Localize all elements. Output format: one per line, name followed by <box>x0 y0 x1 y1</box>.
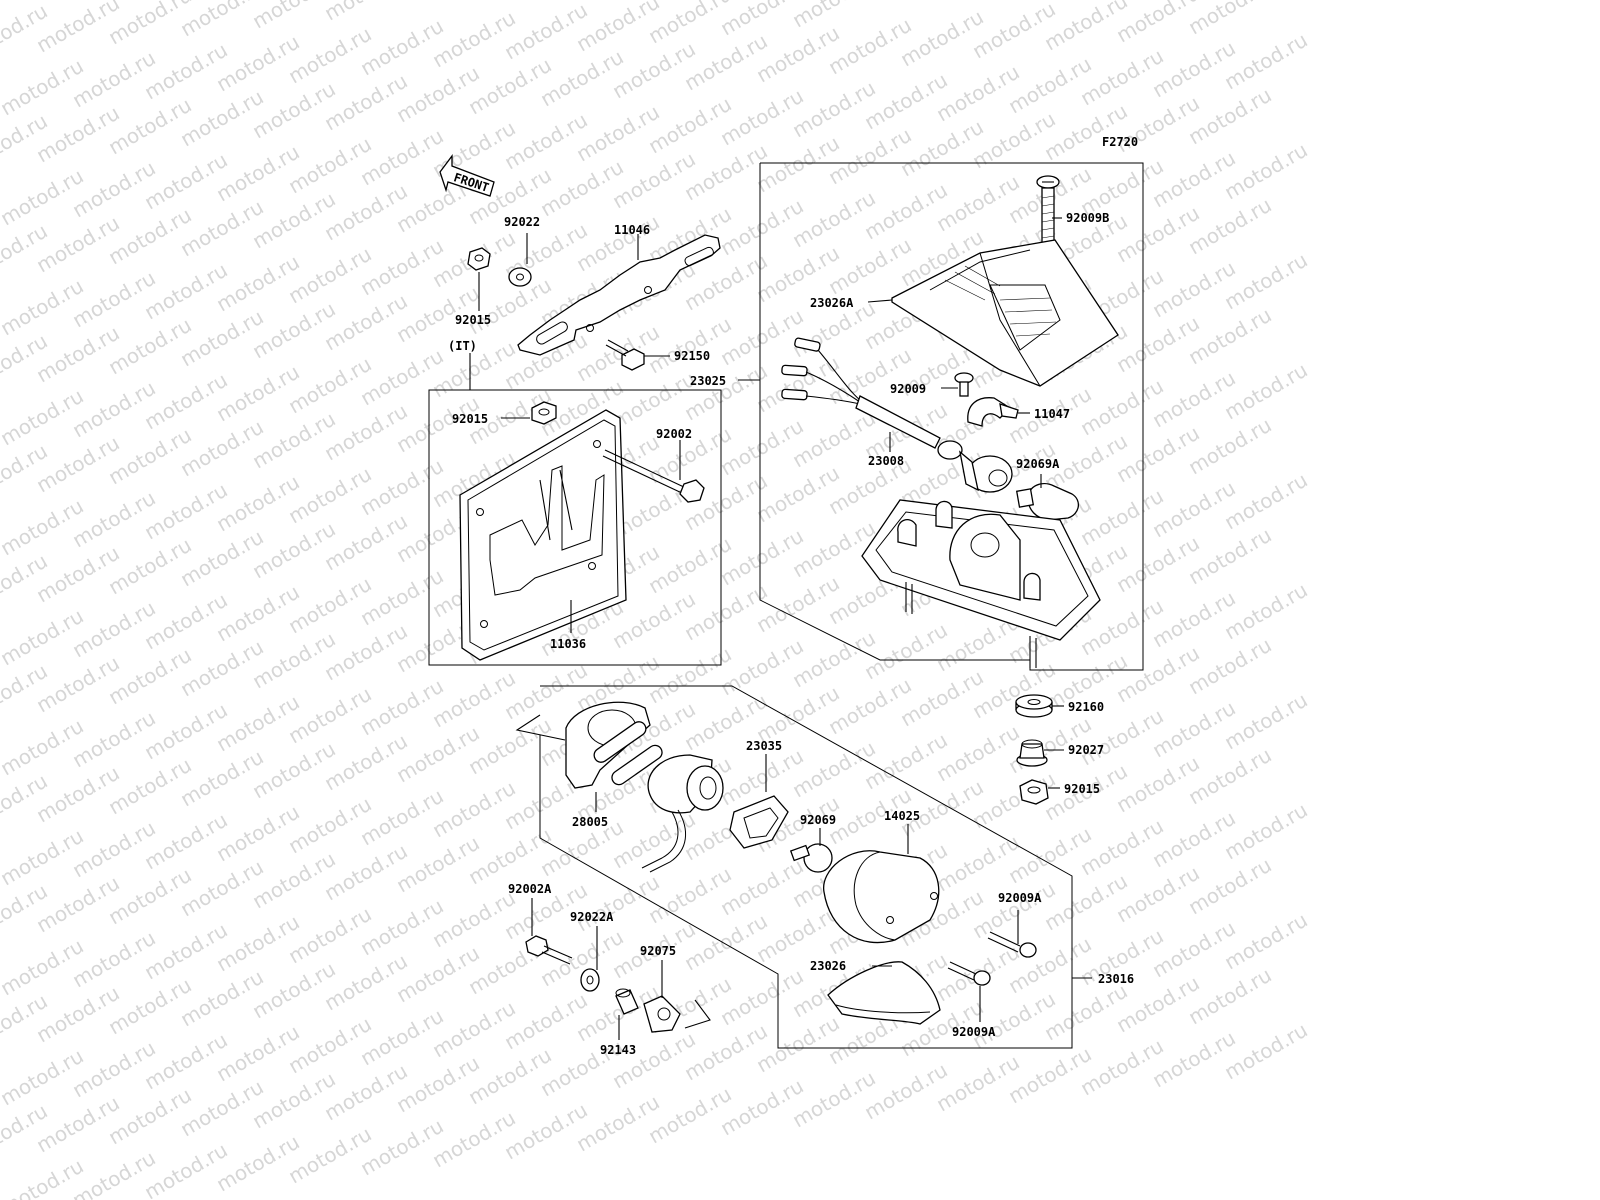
clamp-11047 <box>967 397 1019 427</box>
label-92002: 92002 <box>656 427 692 441</box>
wire-harness-23008 <box>781 337 1013 493</box>
label-14025: 14025 <box>884 809 920 823</box>
socket-23035 <box>641 754 789 873</box>
washer-92022 <box>508 267 532 287</box>
bulb-92069a <box>1015 483 1079 521</box>
label-it: (IT) <box>448 339 477 353</box>
label-11036: 11036 <box>550 637 586 651</box>
bulb-92069 <box>789 843 833 873</box>
lamp-housing <box>861 499 1101 668</box>
label-23026: 23026 <box>810 959 846 973</box>
label-11047: 11047 <box>1034 407 1070 421</box>
label-92015-it: 92015 <box>452 412 488 426</box>
label-92015-right: 92015 <box>1064 782 1100 796</box>
label-92022: 92022 <box>504 215 540 229</box>
collar-92027 <box>1016 739 1048 767</box>
label-92009a-bottom: 92009A <box>952 1025 996 1039</box>
collar-92143 <box>615 988 639 1015</box>
label-23025: 23025 <box>690 374 726 388</box>
lens-14025 <box>823 850 940 944</box>
screw-92009a-bottom <box>947 961 991 986</box>
label-92143: 92143 <box>600 1043 636 1057</box>
label-92069: 92069 <box>800 813 836 827</box>
nut-92015-right <box>1019 779 1049 805</box>
label-11046: 11046 <box>614 223 650 237</box>
bolt-92002 <box>602 449 705 503</box>
label-92002a: 92002A <box>508 882 552 896</box>
lens-23026a <box>891 239 1119 387</box>
break-mark-right <box>684 999 711 1029</box>
label-92009b: 92009B <box>1066 211 1109 225</box>
label-92022a: 92022A <box>570 910 614 924</box>
screw-92009b <box>1036 175 1060 249</box>
bolt-92002a <box>525 935 573 965</box>
grommet-92075 <box>643 995 681 1033</box>
nut-92015-it <box>531 401 557 425</box>
label-28005: 28005 <box>572 815 608 829</box>
label-92150: 92150 <box>674 349 710 363</box>
nut-92015-top <box>467 247 491 271</box>
screw-92009a-top <box>987 931 1037 958</box>
label-92015-top: 92015 <box>455 313 491 327</box>
label-23026a: 23026A <box>810 296 854 310</box>
it-group-box <box>428 389 722 666</box>
break-mark-left <box>515 714 566 741</box>
bolt-92150 <box>605 339 645 371</box>
leader-lines <box>469 217 1092 1040</box>
screw-92009 <box>954 372 974 397</box>
figure-code: F2720 <box>1102 135 1138 149</box>
bracket-11046 <box>517 234 721 356</box>
base-28005 <box>565 701 663 789</box>
washer-92022a <box>580 968 600 992</box>
label-23008: 23008 <box>868 454 904 468</box>
tail-lamp-box-23016 <box>539 685 1073 1049</box>
label-92069a: 92069A <box>1016 457 1060 471</box>
label-92027: 92027 <box>1068 743 1104 757</box>
label-92075: 92075 <box>640 944 676 958</box>
license-bracket-11036 <box>459 409 627 661</box>
label-92009a-top: 92009A <box>998 891 1042 905</box>
cover-23026 <box>827 961 941 1025</box>
label-23016: 23016 <box>1098 972 1134 986</box>
label-23035: 23035 <box>746 739 782 753</box>
label-92009: 92009 <box>890 382 926 396</box>
label-92160: 92160 <box>1068 700 1104 714</box>
grommet-92160 <box>1015 694 1053 718</box>
front-arrow-icon: FRONT <box>439 154 495 197</box>
